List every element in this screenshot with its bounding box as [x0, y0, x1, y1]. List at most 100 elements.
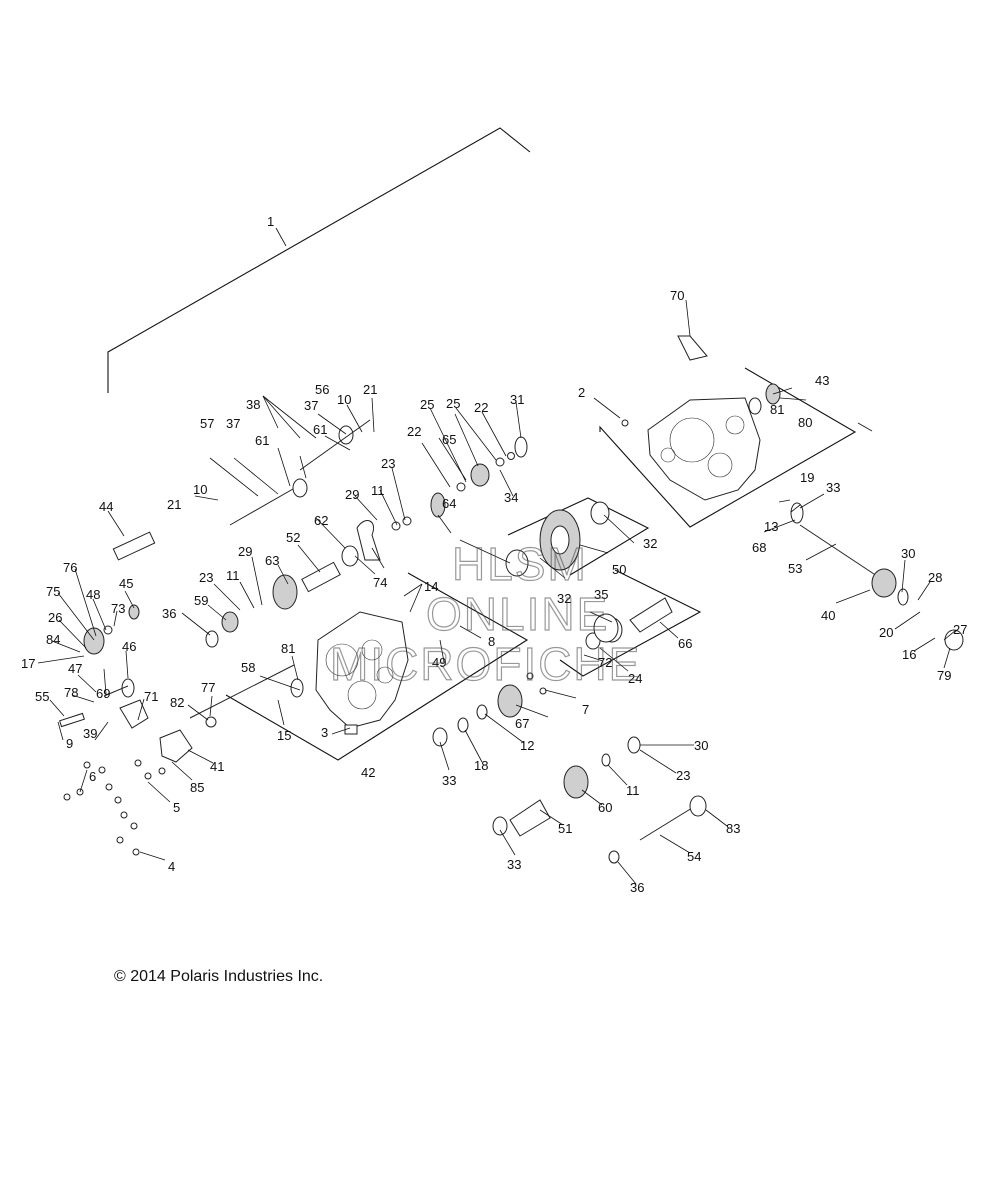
callout: 29: [345, 487, 359, 502]
callout: 37: [304, 398, 318, 413]
callout: 17: [21, 656, 35, 671]
copyright-notice: © 2014 Polaris Industries Inc.: [114, 968, 324, 985]
callout: 21: [363, 382, 377, 397]
callout: 53: [788, 561, 802, 576]
callout: 68: [752, 540, 766, 555]
callout: 73: [111, 601, 125, 616]
callout: 2: [578, 385, 585, 400]
callout: 70: [670, 288, 684, 303]
right-case: [647, 397, 761, 501]
callout: 50: [612, 562, 626, 577]
callout: 71: [144, 689, 158, 704]
callout: 39: [83, 726, 97, 741]
callout: 43: [815, 373, 829, 388]
callout: 55: [35, 689, 49, 704]
callout: 85: [190, 780, 204, 795]
callout: 47: [68, 661, 82, 676]
callout: 3: [321, 725, 328, 740]
callout: 83: [726, 821, 740, 836]
callout: 36: [630, 880, 644, 895]
callout: 10: [337, 392, 351, 407]
callout: 16: [902, 647, 916, 662]
callout: 44: [99, 499, 113, 514]
callout: 30: [901, 546, 915, 561]
callout: 34: [504, 490, 518, 505]
callout: 27: [953, 622, 967, 637]
watermark: HLSM ONLINE MICROFICHE: [329, 537, 641, 690]
callout: 67: [515, 716, 529, 731]
callout: 84: [46, 632, 60, 647]
callout: 31: [510, 392, 524, 407]
callout: 1: [267, 214, 274, 229]
callout: 58: [241, 660, 255, 675]
callout: 74: [373, 575, 387, 590]
callout: 35: [594, 587, 608, 602]
callout: 6: [89, 769, 96, 784]
callout: 46: [122, 639, 136, 654]
callout: 63: [265, 553, 279, 568]
callout: 65: [442, 432, 456, 447]
callout: 62: [314, 513, 328, 528]
callout: 38: [246, 397, 260, 412]
callout: 79: [937, 668, 951, 683]
callout: 30: [694, 738, 708, 753]
callout: 23: [676, 768, 690, 783]
leader-lines: [37, 299, 957, 885]
callout: 21: [167, 497, 181, 512]
callout: 64: [442, 496, 456, 511]
callout: 25: [446, 396, 460, 411]
assembly-bracket: [107, 127, 531, 393]
callout: 48: [86, 587, 100, 602]
callout: 14: [424, 579, 438, 594]
callout: 42: [361, 765, 375, 780]
callout: 80: [798, 415, 812, 430]
callout: 33: [442, 773, 456, 788]
callout: 45: [119, 576, 133, 591]
callout: 61: [255, 433, 269, 448]
callout: 7: [582, 702, 589, 717]
callout: 26: [48, 610, 62, 625]
callout: 72: [598, 655, 612, 670]
callout: 9: [66, 736, 73, 751]
callout: 15: [277, 728, 291, 743]
callout: 57: [200, 416, 214, 431]
callout: 60: [598, 800, 612, 815]
callout: 10: [193, 482, 207, 497]
callout: 61: [313, 422, 327, 437]
callout: 23: [199, 570, 213, 585]
callout: 29: [238, 544, 252, 559]
callout: 76: [63, 560, 77, 575]
callout: 77: [201, 680, 215, 695]
callout: 52: [286, 530, 300, 545]
callout: 28: [928, 570, 942, 585]
callout: 82: [170, 695, 184, 710]
callout: 37: [226, 416, 240, 431]
watermark-line-1: HLSM: [452, 538, 588, 590]
callout: 11: [371, 483, 385, 498]
callout: 54: [687, 849, 701, 864]
callout: 22: [407, 424, 421, 439]
watermark-line-3: MICROFICHE: [330, 638, 641, 690]
callout: 32: [557, 591, 571, 606]
callout: 41: [210, 759, 224, 774]
callout: 49: [432, 655, 446, 670]
callout: 5: [173, 800, 180, 815]
callout: 66: [678, 636, 692, 651]
callout: 32: [643, 536, 657, 551]
callout: 13: [764, 519, 778, 534]
callout: 22: [474, 400, 488, 415]
callout: 23: [381, 456, 395, 471]
callout: 11: [226, 568, 240, 583]
callout: 8: [488, 634, 495, 649]
callout: 20: [879, 625, 893, 640]
callout: 81: [770, 402, 784, 417]
callout: 51: [558, 821, 572, 836]
callout: 56: [315, 382, 329, 397]
callout: 36: [162, 606, 176, 621]
callout: 81: [281, 641, 295, 656]
callout: 78: [64, 685, 78, 700]
callout: 25: [420, 397, 434, 412]
callout: 19: [800, 470, 814, 485]
gears-and-shafts: [59, 335, 964, 864]
